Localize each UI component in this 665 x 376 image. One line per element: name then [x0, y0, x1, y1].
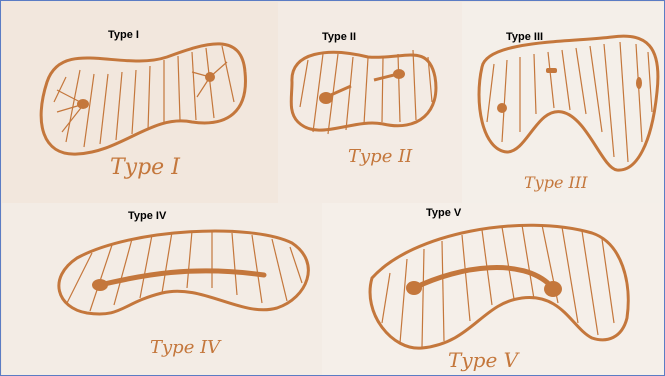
panel-type-2: Type II Type II	[278, 2, 462, 203]
type-5-sketch: Type V	[322, 203, 664, 375]
type-1-sketch: Type I	[2, 2, 278, 203]
handwritten-label: Type III	[524, 173, 588, 192]
panel-type-5: Type V Type V	[322, 203, 664, 375]
type-2-sketch: Type II	[278, 2, 462, 203]
type-4-sketch: Type IV	[2, 203, 322, 375]
handwritten-label: Type V	[448, 348, 521, 372]
panel-type-1: Type I Type I	[2, 2, 278, 203]
handwritten-label: Type IV	[150, 337, 222, 358]
panel-type-3: Type III Type III	[462, 2, 664, 203]
handwritten-label: Type II	[348, 146, 413, 167]
type-3-sketch: Type III	[462, 2, 664, 203]
handwritten-label: Type I	[110, 155, 181, 180]
panel-type-4: Type IV Type IV	[2, 203, 322, 375]
